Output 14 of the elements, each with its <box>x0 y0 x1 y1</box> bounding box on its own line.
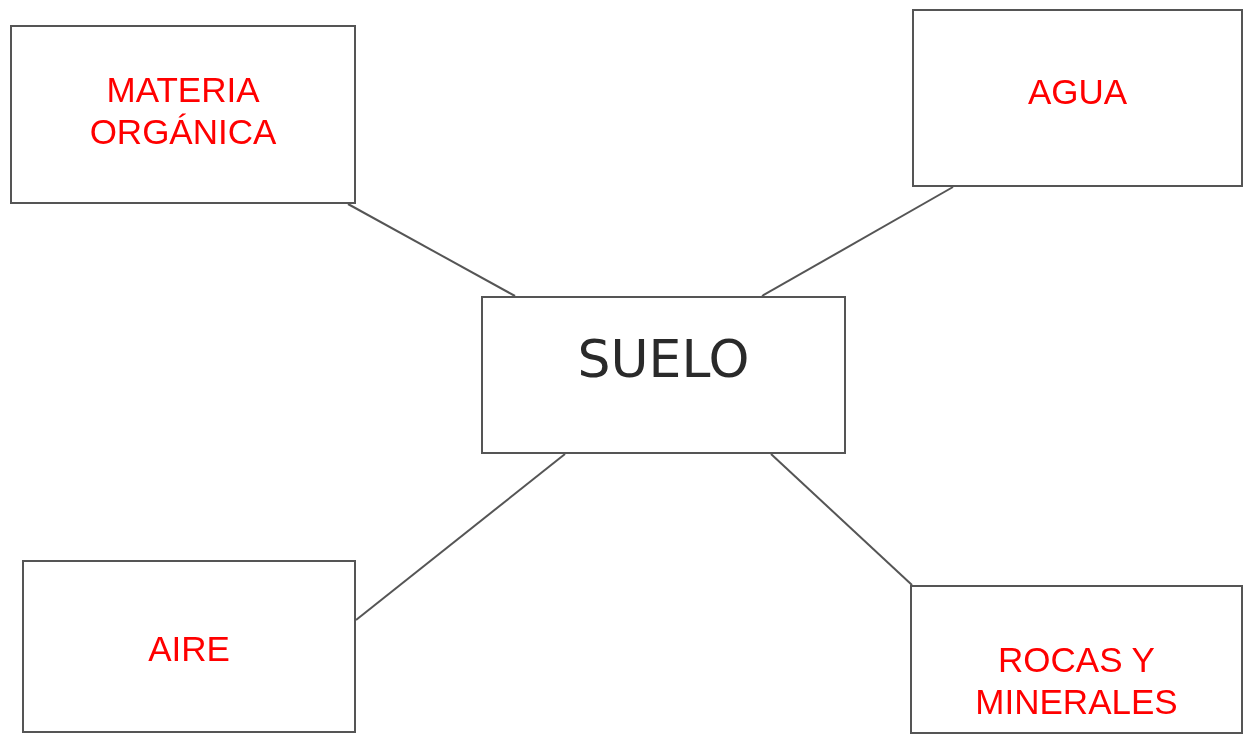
concept-label: AGUA <box>1026 71 1129 113</box>
connector-line <box>355 453 566 621</box>
connector-line <box>761 186 954 297</box>
concept-label: MATERIA ORGÁNICA <box>88 69 278 153</box>
concept-box <box>912 9 1243 187</box>
concept-box <box>22 560 356 733</box>
connector-line <box>347 203 516 297</box>
concept-label: AIRE <box>147 628 231 670</box>
concept-box <box>910 585 1243 734</box>
concept-label: SUELO <box>576 328 751 391</box>
concept-label: ROCAS Y MINERALES <box>974 639 1179 723</box>
connector-line <box>770 453 913 586</box>
concept-box <box>10 25 356 204</box>
concept-box <box>481 296 846 454</box>
